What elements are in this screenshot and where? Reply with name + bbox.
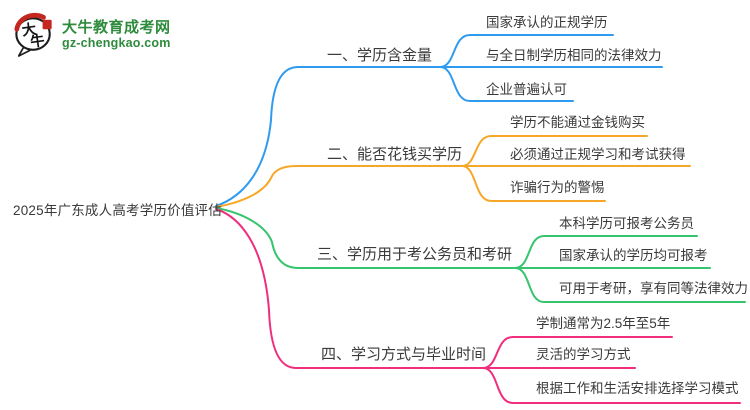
red-arc bbox=[14, 12, 46, 32]
icon-char-da: 大 bbox=[21, 20, 38, 40]
logo-domain-url: gz-chengkao.com bbox=[62, 36, 171, 50]
child-node-1-3: 企业普遍认可 bbox=[486, 82, 567, 97]
daniu-bull-speech-bubble-icon: 大 牛 bbox=[14, 12, 52, 57]
branch-1-lines bbox=[215, 34, 663, 207]
site-logo[interactable]: 大 牛 大牛教育成考网 gz-chengkao.com bbox=[13, 11, 171, 58]
child-node-4-2: 灵活的学习方式 bbox=[536, 347, 631, 362]
branch-3-lines bbox=[215, 207, 746, 303]
child-node-1-1: 国家承认的正规学历 bbox=[486, 15, 608, 30]
child-node-3-3: 可用于考研，享有同等法律效力 bbox=[559, 281, 748, 296]
branch-label-1: 一、学历含金量 bbox=[327, 47, 433, 64]
child-node-4-3: 根据工作和生活安排选择学习模式 bbox=[536, 381, 739, 396]
branch-4-lines bbox=[215, 208, 741, 404]
child-node-2-2: 必须通过正规学习和考试获得 bbox=[510, 147, 686, 162]
child-node-3-2: 国家承认的学历均可报考 bbox=[559, 248, 708, 263]
child-node-1-2: 与全日制学历相同的法律效力 bbox=[486, 48, 662, 63]
child-node-2-1: 学历不能通过金钱购买 bbox=[510, 115, 645, 130]
icon-char-niu: 牛 bbox=[29, 31, 46, 51]
root-topic: 2025年广东成人高考学历价值评估 bbox=[13, 203, 222, 218]
branch-2-lines bbox=[215, 135, 691, 208]
branch-label-3: 三、学历用于考公务员和考研 bbox=[317, 246, 513, 263]
branch-label-4: 四、学习方式与毕业时间 bbox=[321, 346, 487, 363]
child-node-4-1: 学制通常为2.5年至5年 bbox=[536, 316, 671, 331]
branch-label-2: 二、能否花钱买学历 bbox=[327, 146, 463, 163]
logo-text-block: 大牛教育成考网 gz-chengkao.com bbox=[62, 19, 171, 50]
red-seal bbox=[42, 19, 52, 30]
child-node-2-3: 诈骗行为的警惕 bbox=[510, 180, 605, 195]
speech-bubble-tail bbox=[17, 46, 32, 57]
logo-site-name: 大牛教育成考网 bbox=[62, 19, 171, 36]
child-node-3-1: 本科学历可报考公务员 bbox=[559, 216, 694, 231]
